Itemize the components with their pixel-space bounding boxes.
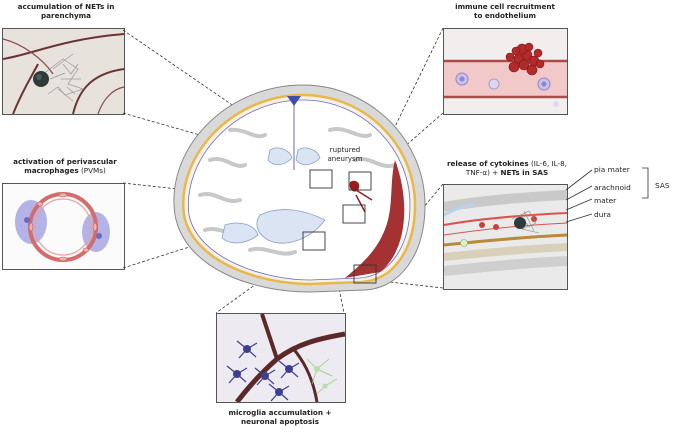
panel-immune-recruitment — [443, 28, 568, 115]
panel-pvm — [2, 183, 125, 270]
label-dura: dura — [594, 210, 611, 219]
panel-nets-parenchyma — [2, 28, 125, 115]
label-microglia: microglia accumulation +neuronal apoptos… — [228, 408, 332, 426]
panel-microglia — [216, 313, 346, 403]
label-sas: SAS — [655, 181, 670, 190]
label-pia-mater: pia mater — [594, 165, 630, 174]
panel-cytokines — [443, 184, 568, 290]
label-cytokines: release of cytokines (IL-6, IL-8, TNF-α)… — [447, 159, 567, 177]
